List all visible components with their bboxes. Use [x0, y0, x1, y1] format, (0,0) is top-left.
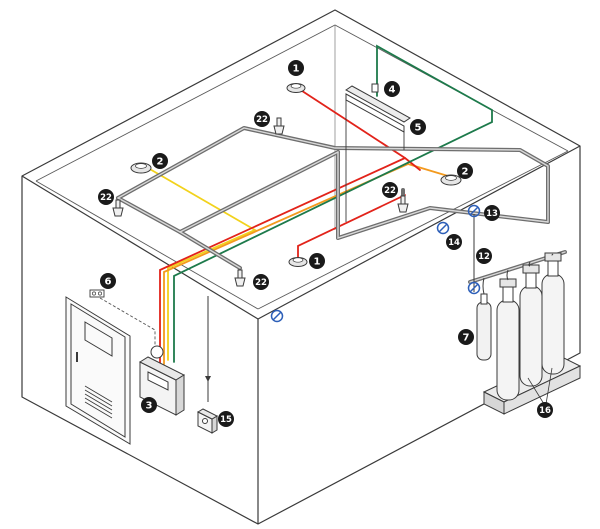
svg-text:22: 22: [100, 193, 112, 203]
cylinder-hoses: [482, 253, 554, 295]
badge-1-top: 1: [288, 60, 304, 76]
agent-cylinder-1: [496, 278, 520, 401]
svg-text:5: 5: [415, 123, 422, 134]
svg-text:1: 1: [314, 257, 321, 268]
badge-7: 7: [458, 329, 474, 345]
leader-16: [527, 367, 553, 405]
inner-left-edge: [35, 180, 259, 310]
blue-valves: [270, 204, 481, 323]
junction-box: [371, 83, 379, 93]
room-outer-edge: [21, 9, 581, 525]
door-frame: [65, 296, 131, 445]
cable-red-upper: [295, 86, 421, 171]
badge-13: 13: [484, 205, 500, 221]
valve-14: [436, 221, 450, 235]
panel-bell-icon: [150, 345, 164, 359]
badge-16: 16: [537, 402, 553, 418]
agent-cylinders: [496, 252, 565, 401]
pipe-main-back-shine: [117, 127, 549, 223]
cable-red-lower: [159, 157, 406, 365]
door-inner-frame: [70, 303, 126, 438]
smoke-detector-top: [286, 83, 306, 93]
badge-1-bottom: 1: [309, 253, 325, 269]
nozzle-center: [234, 269, 246, 287]
release-arrow: [205, 376, 211, 382]
pipe-left-drop-shine: [117, 197, 241, 269]
cable-red-detector: [297, 194, 406, 259]
cable-green: [173, 44, 493, 363]
valve-12: [467, 281, 481, 295]
svg-text:15: 15: [220, 415, 232, 425]
nozzle-top: [273, 117, 285, 135]
badge-6: 6: [100, 273, 116, 289]
cable-orange: [163, 163, 449, 365]
nozzles: [112, 117, 409, 287]
pipe-main-back: [116, 126, 550, 224]
badge-2-right: 2: [457, 163, 473, 179]
svg-text:22: 22: [256, 115, 268, 125]
svg-text:2: 2: [157, 157, 164, 168]
cable-runs: [147, 44, 493, 365]
badge-22-left: 22: [98, 189, 114, 205]
badge-22-right: 22: [382, 182, 398, 198]
number-badges: 1 1 2 2 3 4 5 6: [98, 60, 553, 427]
heat-detector-right: [440, 174, 462, 186]
panel-side: [175, 374, 185, 416]
valve-front: [270, 309, 284, 323]
pilot-cylinder: [476, 293, 492, 361]
door: [65, 296, 131, 445]
svg-text:4: 4: [389, 85, 396, 96]
agent-cylinder-3: [541, 252, 565, 375]
room-top-right-edge: [257, 145, 581, 320]
fixture-housing: [345, 85, 411, 123]
dashed-link-sign: [99, 297, 156, 346]
door-window: [84, 321, 113, 357]
svg-text:12: 12: [478, 252, 490, 262]
manual-release-box: [196, 408, 219, 434]
heat-detector-left: [130, 162, 152, 174]
badge-22-center: 22: [253, 274, 269, 290]
inner-back-wall-edge: [35, 24, 569, 182]
pipe-right-feed: [336, 150, 550, 240]
badge-3: 3: [141, 397, 157, 413]
badge-5: 5: [410, 119, 426, 135]
light-fixture: [345, 83, 411, 222]
smoke-detector-bottom: [288, 257, 308, 267]
svg-text:22: 22: [255, 278, 267, 288]
svg-text:3: 3: [146, 401, 153, 412]
control-panel: [138, 345, 186, 416]
badge-22-top: 22: [254, 111, 270, 127]
svg-text:14: 14: [448, 238, 460, 248]
nozzle-left: [112, 199, 124, 217]
door-vent: [84, 385, 113, 419]
svg-text:1: 1: [293, 64, 300, 75]
nozzle-right: [397, 195, 409, 213]
svg-text:16: 16: [539, 406, 551, 416]
room-top-left-edge: [21, 175, 259, 320]
badge-12: 12: [476, 248, 492, 264]
svg-text:7: 7: [463, 333, 470, 344]
svg-text:2: 2: [462, 167, 469, 178]
agent-cylinder-2: [519, 264, 543, 387]
badge-14: 14: [446, 234, 462, 250]
room-outline: [21, 9, 581, 525]
pipe-right-feed-shine: [337, 151, 549, 239]
svg-text:13: 13: [486, 209, 498, 219]
badge-15: 15: [218, 411, 234, 427]
svg-text:22: 22: [384, 186, 396, 196]
valve-13: [467, 204, 481, 218]
pipe-cross-shine: [179, 151, 339, 233]
badge-2-left: 2: [152, 153, 168, 169]
exit-sign: [89, 289, 105, 298]
svg-text:6: 6: [105, 277, 112, 288]
badge-4: 4: [384, 81, 400, 97]
panel-display: [147, 371, 169, 391]
inner-right-edge: [257, 150, 569, 310]
